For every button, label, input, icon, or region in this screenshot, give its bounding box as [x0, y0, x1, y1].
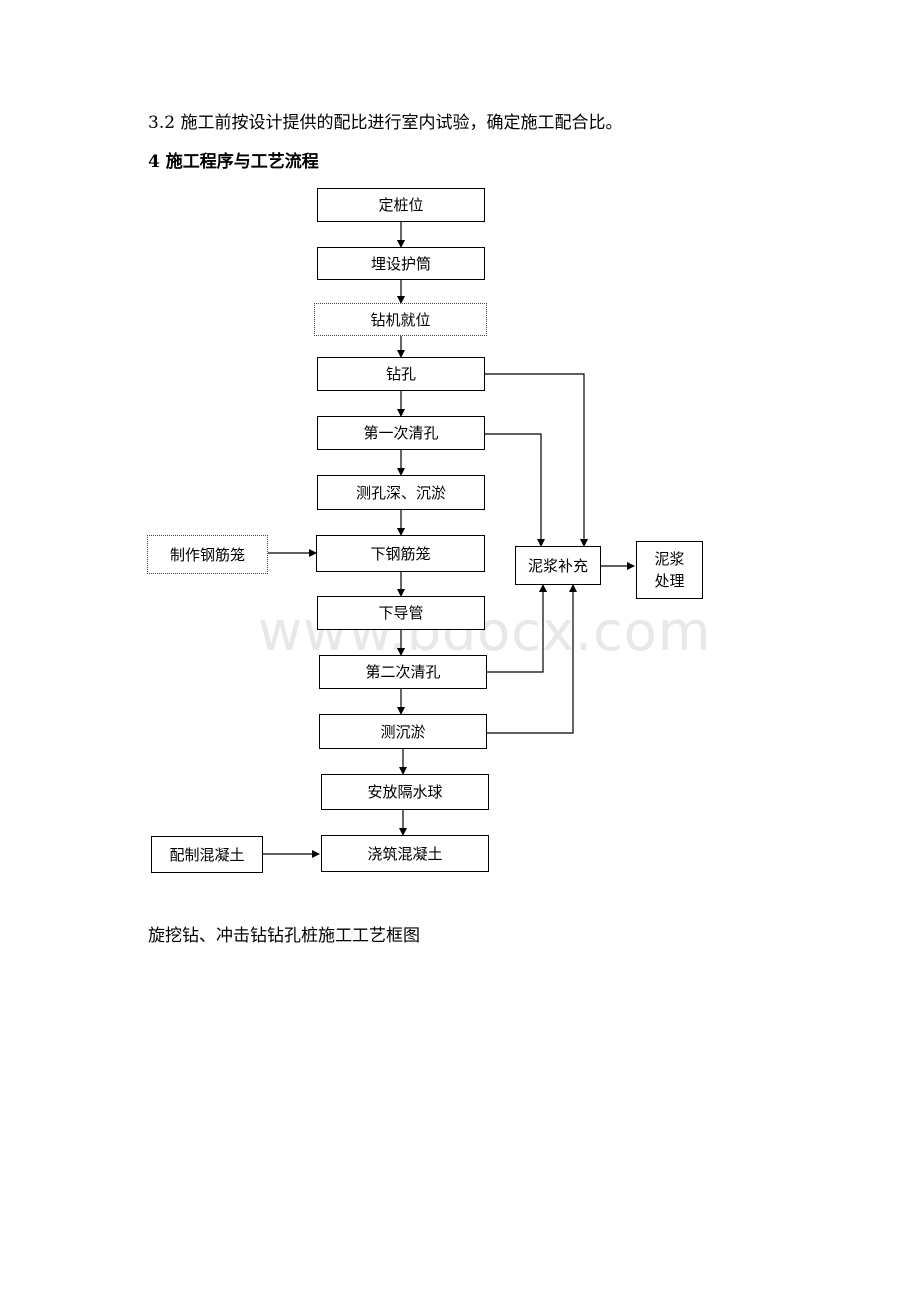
- mud-treatment-box: 泥浆 处理: [636, 541, 703, 599]
- input-make-rebar-cage: 制作钢筋笼: [147, 535, 268, 574]
- step-first-cleaning: 第一次清孔: [317, 416, 485, 450]
- input-mix-concrete: 配制混凝土: [151, 836, 263, 873]
- step-pile-positioning: 定桩位: [317, 188, 485, 222]
- step-second-cleaning: 第二次清孔: [319, 655, 487, 689]
- step-lower-rebar-cage: 下钢筋笼: [316, 535, 485, 572]
- mud-treatment-line1: 泥浆: [654, 550, 685, 568]
- line-clean1-to-mud: [485, 433, 545, 547]
- line-clean2-to-mud: [487, 584, 547, 673]
- section-3-2-text: 3.2 施工前按设计提供的配比进行室内试验，确定施工配合比。: [148, 113, 623, 133]
- line-sediment-to-mud: [487, 584, 577, 734]
- step-rig-positioning: 钻机就位: [314, 303, 487, 336]
- step-casing-install: 埋设护筒: [317, 247, 485, 280]
- step-drilling: 钻孔: [317, 357, 485, 391]
- line-drill-to-mud: [485, 373, 588, 547]
- section-4-heading: 4 施工程序与工艺流程: [148, 152, 319, 172]
- mud-treatment-line2: 处理: [654, 572, 685, 590]
- step-pour-concrete: 浇筑混凝土: [321, 835, 489, 872]
- mud-supply-box: 泥浆补充: [515, 546, 601, 585]
- step-lower-tremie: 下导管: [317, 596, 485, 630]
- figure-caption: 旋挖钻、冲击钻钻孔桩施工工艺框图: [148, 926, 420, 946]
- step-measure-depth: 测孔深、沉淤: [317, 475, 485, 510]
- step-measure-sediment: 测沉淤: [319, 714, 487, 749]
- step-place-plug-ball: 安放隔水球: [321, 774, 489, 810]
